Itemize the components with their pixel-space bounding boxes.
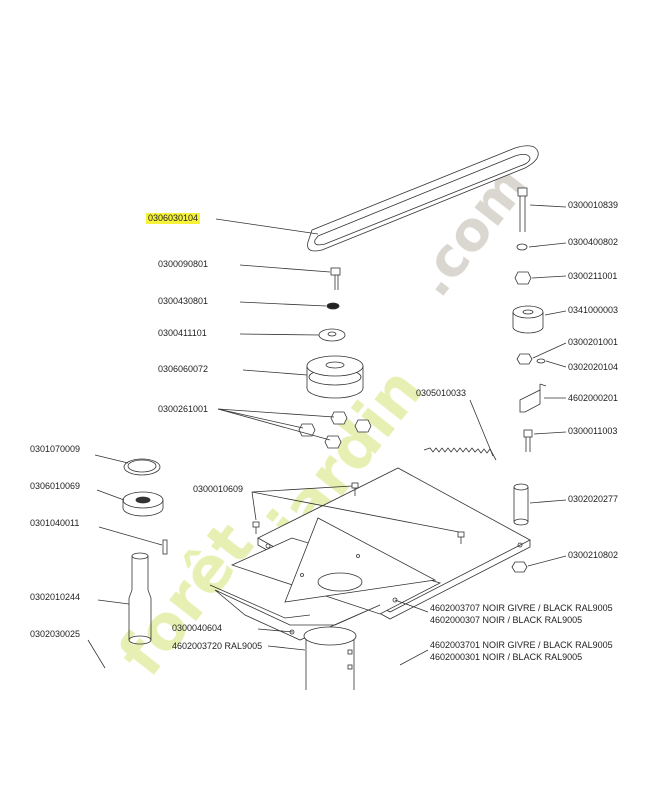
label-pin-0301040011[interactable]: 0301040011 — [30, 518, 80, 528]
label-bolt-0300011003[interactable]: 0300011003 — [568, 426, 618, 436]
leader-bolt — [239, 264, 331, 273]
bushing-part[interactable] — [122, 491, 164, 517]
leader-spacer — [529, 499, 567, 504]
label-washer-0302020104[interactable]: 0302020104 — [568, 362, 619, 372]
label-idler-0341000003[interactable]: 0341000003 — [568, 305, 619, 315]
leader-shaft — [97, 599, 130, 605]
label-tube-0302030025[interactable]: 0302030025 — [30, 629, 81, 639]
label-nut-0300201001[interactable]: 0300201001 — [568, 337, 619, 347]
leader-nut-2 — [532, 342, 567, 359]
nut-part-3[interactable] — [511, 561, 528, 573]
long-bolt-part[interactable] — [517, 187, 528, 232]
label-spacer-0302020277[interactable]: 0302020277 — [568, 494, 619, 504]
leader-belt — [215, 218, 319, 235]
frame-part[interactable] — [230, 467, 531, 620]
leader-frame — [394, 599, 429, 613]
nut-part[interactable] — [514, 271, 532, 285]
leader-tube — [87, 639, 106, 669]
label-ring-0301070009[interactable]: 0301070009 — [30, 444, 81, 454]
label-frame-line1[interactable]: 4602003707 NOIR GIVRE / BLACK RAL9005 — [430, 603, 613, 613]
leader-deck — [267, 645, 306, 651]
washer-part[interactable] — [326, 302, 340, 310]
leader-pin — [98, 526, 163, 546]
small-washer-part[interactable] — [516, 243, 528, 251]
leader-idler — [544, 310, 567, 316]
leader-washer-2 — [239, 333, 320, 336]
leader-nut-3 — [527, 555, 567, 567]
leader-small-washer — [528, 242, 567, 248]
label-nut-0300210802[interactable]: 0300210802 — [568, 550, 619, 560]
leader-spring — [469, 399, 494, 457]
label-nut-0300211001[interactable]: 0300211001 — [568, 271, 618, 281]
washer-part-3[interactable] — [536, 358, 546, 364]
idler-pulley-part[interactable] — [512, 305, 544, 334]
leader-bushing — [96, 489, 125, 501]
label-plate-0300040604[interactable]: 0300040604 — [172, 623, 223, 633]
label-spring-0305010033[interactable]: 0305010033 — [416, 388, 467, 398]
leader-bolt-2 — [533, 431, 567, 435]
label-washer-0300411101[interactable]: 0300411101 — [158, 328, 207, 338]
spring-part[interactable] — [423, 447, 497, 461]
label-washer-0300400802[interactable]: 0300400802 — [568, 237, 619, 247]
label-frame-line2[interactable]: 4602000307 NOIR / BLACK RAL9005 — [430, 615, 583, 625]
label-belt[interactable]: 0306030104 — [146, 213, 201, 224]
washer-part-2[interactable] — [318, 328, 346, 342]
frame-bolts-part[interactable] — [252, 482, 465, 544]
leader-washer — [239, 301, 327, 307]
label-base-line1[interactable]: 4602003701 NOIR GIVRE / BLACK RAL9005 — [430, 640, 613, 650]
leader-plate — [257, 628, 294, 633]
nut-part-2[interactable] — [516, 353, 533, 365]
pin-part[interactable] — [162, 539, 168, 555]
label-shaft-0302010244[interactable]: 0302010244 — [30, 592, 81, 602]
center-tube-part[interactable] — [303, 626, 357, 690]
label-bolt-0300010839[interactable]: 0300010839 — [568, 200, 619, 210]
leader-long-bolt — [529, 204, 567, 208]
shaft-part[interactable] — [128, 552, 152, 645]
belt-part[interactable] — [307, 145, 539, 252]
leader-frame-bolts — [251, 485, 460, 533]
label-base-line2[interactable]: 4602000301 NOIR / BLACK RAL9005 — [430, 652, 583, 662]
bolt-part-2[interactable] — [523, 429, 533, 452]
nuts-part[interactable] — [298, 411, 372, 449]
label-bolt-0300090801[interactable]: 0300090801 — [158, 259, 209, 269]
label-nuts-0300261001[interactable]: 0300261001 — [158, 404, 209, 414]
leader-base — [399, 649, 429, 666]
leader-nuts — [217, 408, 335, 441]
label-bolts-0300010609[interactable]: 0300010609 — [193, 484, 244, 494]
ring-part[interactable] — [123, 458, 161, 476]
label-deck-4602003720[interactable]: 4602003720 RAL9005 — [172, 641, 263, 651]
bolt-part[interactable] — [330, 267, 341, 290]
label-bushing-0306010069[interactable]: 0306010069 — [30, 481, 81, 491]
bracket-part[interactable] — [519, 383, 547, 413]
label-bracket-4602000201[interactable]: 4602000201 — [568, 393, 619, 403]
leader-ring — [94, 454, 129, 464]
leader-pulley — [242, 369, 308, 376]
label-washer-0300430801[interactable]: 0300430801 — [158, 296, 209, 306]
label-pulley-0306060072[interactable]: 0306060072 — [158, 364, 209, 374]
leader-nut — [531, 275, 567, 279]
deck-part[interactable] — [209, 584, 381, 641]
spacer-part[interactable] — [513, 483, 529, 526]
leader-washer-3 — [545, 360, 567, 368]
pulley-part[interactable] — [306, 355, 364, 399]
